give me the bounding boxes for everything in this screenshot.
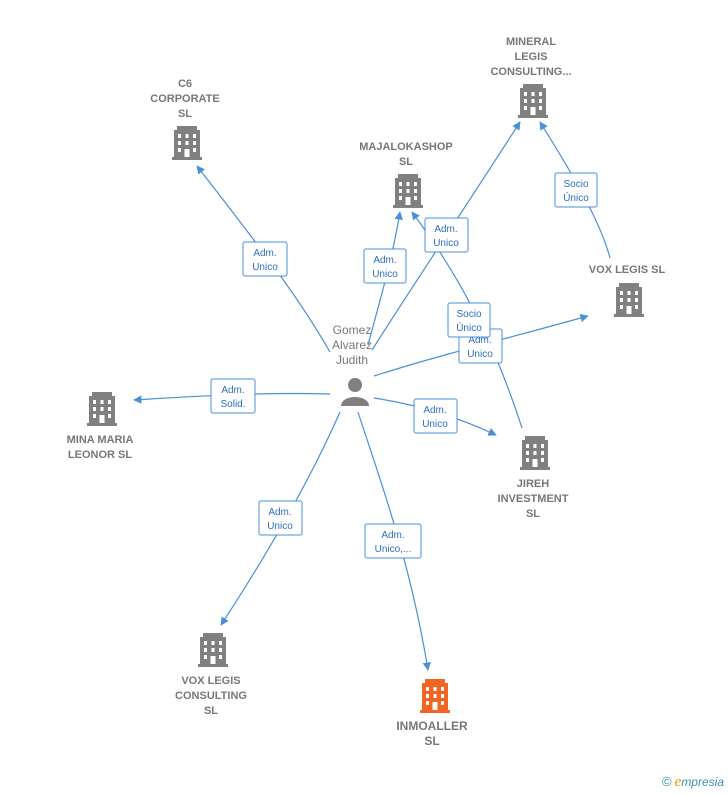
company-node-minamaria[interactable]: MINA MARIA LEONOR SL — [67, 392, 134, 461]
person-icon — [341, 378, 369, 406]
relation-inmoaller[interactable]: Adm. Unico,... — [364, 523, 422, 559]
svg-text:Socio: Socio — [563, 179, 588, 190]
company-node-inmoaller[interactable]: INMOALLER SL — [396, 679, 468, 748]
svg-text:CONSULTING...: CONSULTING... — [490, 66, 571, 78]
relation-labels: Adm. Unico Adm. Unico Adm. Unico Socio Ú… — [210, 172, 598, 559]
svg-text:SL: SL — [526, 508, 540, 520]
svg-text:SL: SL — [178, 108, 192, 120]
relation-vox-mineral[interactable]: Socio Único — [554, 172, 598, 208]
relation-mineral[interactable]: Adm. Unico — [424, 217, 469, 253]
building-icon — [172, 126, 202, 160]
building-icon — [518, 84, 548, 118]
svg-text:SL: SL — [399, 156, 413, 168]
svg-text:Único: Único — [563, 191, 589, 204]
relation-voxconsulting[interactable]: Adm. Unico — [258, 500, 303, 536]
building-icon — [198, 633, 228, 667]
copyright-icon: © — [662, 774, 672, 789]
svg-text:Adm.: Adm. — [468, 335, 491, 346]
svg-text:LEGIS: LEGIS — [514, 51, 547, 63]
company-node-majalokashop[interactable]: MAJALOKASHOP SL — [359, 141, 453, 208]
relation-jireh-maja[interactable]: Socio Único — [447, 302, 491, 338]
person-node[interactable]: Gomez Alvarez Judith — [332, 323, 372, 406]
svg-text:LEONOR SL: LEONOR SL — [68, 449, 132, 461]
building-icon — [393, 174, 423, 208]
relation-majalokashop[interactable]: Adm. Unico — [363, 248, 407, 284]
svg-text:MINA MARIA: MINA MARIA — [67, 434, 134, 446]
svg-text:Unico: Unico — [267, 521, 293, 532]
svg-text:Alvarez: Alvarez — [332, 338, 372, 352]
svg-text:Adm.: Adm. — [381, 530, 404, 541]
svg-text:Único: Único — [456, 321, 482, 334]
svg-text:Adm.: Adm. — [373, 255, 396, 266]
svg-text:C6: C6 — [178, 78, 192, 90]
svg-text:Gomez: Gomez — [333, 323, 372, 337]
svg-text:SL: SL — [424, 734, 439, 748]
svg-text:INVESTMENT: INVESTMENT — [498, 493, 569, 505]
building-icon — [520, 436, 550, 470]
svg-text:Unico,...: Unico,... — [375, 544, 412, 555]
company-node-voxconsulting[interactable]: VOX LEGIS CONSULTING SL — [175, 633, 247, 717]
svg-text:Unico: Unico — [467, 349, 493, 360]
svg-text:INMOALLER: INMOALLER — [396, 719, 468, 733]
svg-text:CONSULTING: CONSULTING — [175, 690, 247, 702]
brand-logo: ©empresia — [662, 774, 724, 790]
company-node-c6[interactable]: C6 CORPORATE SL — [150, 78, 220, 160]
svg-text:Adm.: Adm. — [221, 385, 244, 396]
svg-text:Socio: Socio — [456, 309, 481, 320]
svg-text:JIREH: JIREH — [517, 478, 549, 490]
svg-text:MINERAL: MINERAL — [506, 36, 556, 48]
svg-text:Adm.: Adm. — [434, 224, 457, 235]
building-icon — [614, 283, 644, 317]
svg-text:Adm.: Adm. — [423, 405, 446, 416]
svg-text:VOX LEGIS: VOX LEGIS — [181, 675, 240, 687]
svg-text:Adm.: Adm. — [253, 248, 276, 259]
company-node-voxlegis[interactable]: VOX LEGIS SL — [589, 264, 666, 317]
svg-text:VOX LEGIS SL: VOX LEGIS SL — [589, 264, 666, 276]
building-icon — [420, 679, 450, 713]
building-icon — [87, 392, 117, 426]
svg-text:Unico: Unico — [372, 269, 398, 280]
svg-text:CORPORATE: CORPORATE — [150, 93, 219, 105]
svg-text:Unico: Unico — [422, 419, 448, 430]
svg-text:Unico: Unico — [252, 262, 278, 273]
company-node-jireh[interactable]: JIREH INVESTMENT SL — [498, 436, 569, 520]
relation-c6[interactable]: Adm. Unico — [242, 241, 288, 277]
svg-text:Unico: Unico — [433, 238, 459, 249]
edges — [133, 121, 611, 671]
relation-jireh[interactable]: Adm. Unico — [413, 398, 458, 434]
svg-text:Judith: Judith — [336, 353, 368, 367]
svg-text:Adm.: Adm. — [268, 507, 291, 518]
svg-text:MAJALOKASHOP: MAJALOKASHOP — [359, 141, 453, 153]
svg-text:SL: SL — [204, 705, 218, 717]
relation-minamaria[interactable]: Adm. Solid. — [210, 378, 256, 414]
svg-text:Solid.: Solid. — [220, 399, 245, 410]
company-node-mineral[interactable]: MINERAL LEGIS CONSULTING... — [490, 36, 572, 118]
